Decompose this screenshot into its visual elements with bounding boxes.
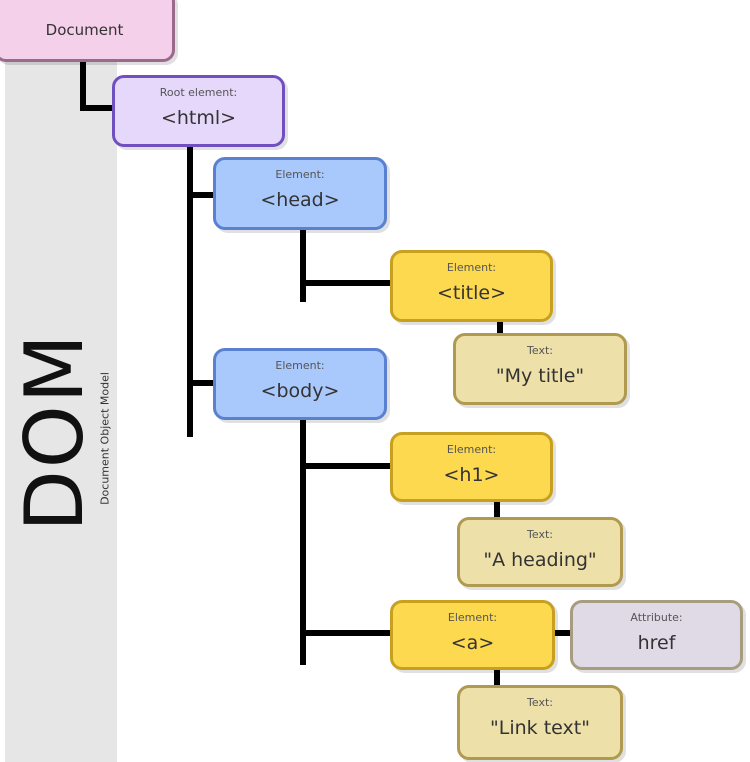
node-kind: Text: xyxy=(527,528,553,541)
node-kind: Element: xyxy=(447,611,498,624)
node-value: <title> xyxy=(437,282,506,304)
node-kind: Element: xyxy=(275,359,325,372)
node-value: "My title" xyxy=(495,365,585,387)
node-a: Element: <a> xyxy=(390,600,555,670)
connector xyxy=(497,320,503,335)
node-h1-text: Text: "A heading" xyxy=(457,517,623,587)
node-kind: Text: xyxy=(527,344,553,357)
sidebar-subtitle: Document Object Model xyxy=(98,372,112,505)
node-value: "Link text" xyxy=(490,717,590,739)
connector xyxy=(187,380,215,386)
connector xyxy=(300,228,306,302)
connector xyxy=(300,630,392,636)
connector xyxy=(300,280,392,286)
node-label: Document xyxy=(45,21,124,39)
connector xyxy=(80,60,86,111)
connector xyxy=(300,418,306,665)
node-a-text: Text: "Link text" xyxy=(457,685,623,760)
node-kind: Element: xyxy=(446,261,497,274)
connector xyxy=(494,668,500,687)
node-value: <h1> xyxy=(443,464,500,486)
connector xyxy=(187,192,215,198)
connector xyxy=(187,145,193,437)
node-head: Element: <head> xyxy=(213,157,387,230)
sidebar-title: DOM xyxy=(8,332,101,532)
connector xyxy=(553,630,572,636)
node-kind: Element: xyxy=(275,168,325,181)
node-kind: Element: xyxy=(446,443,497,456)
node-body: Element: <body> xyxy=(213,348,387,420)
node-document: Document xyxy=(0,0,175,62)
connector xyxy=(494,500,500,519)
connector xyxy=(80,105,114,111)
node-kind: Text: xyxy=(527,696,553,709)
node-value: <head> xyxy=(260,189,340,211)
node-root-html: Root element: <html> xyxy=(112,75,285,147)
node-title: Element: <title> xyxy=(390,250,553,322)
connector xyxy=(300,463,392,469)
node-value: <a> xyxy=(450,632,495,654)
node-value: href xyxy=(637,632,676,654)
node-h1: Element: <h1> xyxy=(390,432,553,502)
node-kind: Attribute: xyxy=(630,611,683,624)
node-a-attribute: Attribute: href xyxy=(570,600,743,670)
sidebar: DOM Document Object Model xyxy=(5,62,117,762)
node-title-text: Text: "My title" xyxy=(453,333,627,405)
node-kind: Root element: xyxy=(159,86,238,99)
node-value: <body> xyxy=(260,380,340,402)
node-value: "A heading" xyxy=(483,549,597,571)
node-value: <html> xyxy=(160,107,237,129)
